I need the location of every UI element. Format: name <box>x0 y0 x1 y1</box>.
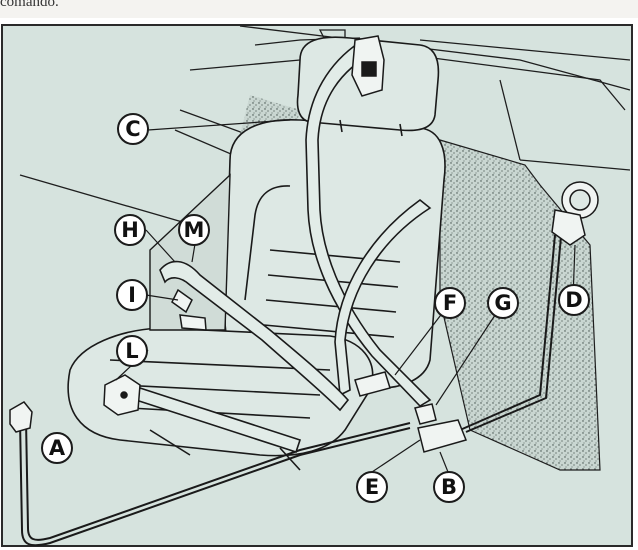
anchor-left <box>103 374 141 416</box>
label-i: I <box>116 279 148 311</box>
upper-belt-guide <box>351 35 385 97</box>
header-text: comando. <box>0 0 59 10</box>
shoulder-belt <box>305 41 432 408</box>
label-d: D <box>558 284 590 316</box>
label-g: G <box>487 287 519 319</box>
lower-buckle-assembly <box>354 371 468 453</box>
label-l: L <box>116 335 148 367</box>
label-m: M <box>178 214 210 246</box>
label-h: H <box>114 214 146 246</box>
floor-rod <box>19 234 562 547</box>
floor-clip <box>9 401 33 433</box>
label-a: A <box>41 432 73 464</box>
label-c: C <box>117 113 149 145</box>
retractor <box>551 181 599 246</box>
label-e: E <box>356 471 388 503</box>
page-header-strip: comando. <box>0 0 638 18</box>
label-b: B <box>433 471 465 503</box>
label-f: F <box>434 287 466 319</box>
buckle-tongue <box>171 288 207 331</box>
seat-back <box>224 119 446 390</box>
chest-belt <box>334 198 432 397</box>
